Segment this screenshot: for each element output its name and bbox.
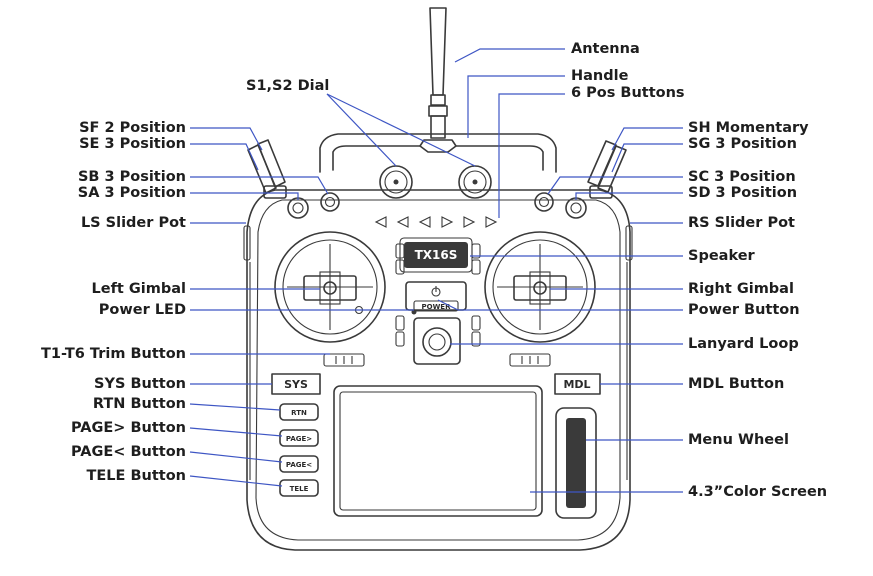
- switch-sb[interactable]: [320, 192, 340, 212]
- handle: [319, 133, 557, 173]
- page-next-button[interactable]: [279, 429, 319, 447]
- sys-button-label: SYS: [284, 378, 308, 391]
- label-screen: 4.3”Color Screen: [688, 484, 827, 500]
- tele-button-label: TELE: [290, 485, 309, 493]
- rtn-button-label: RTN: [291, 409, 307, 417]
- trim-horizontal-left[interactable]: [323, 353, 365, 367]
- label-left-gimbal: Left Gimbal: [92, 281, 186, 297]
- label-sg: SG 3 Position: [688, 136, 797, 152]
- left-gimbal[interactable]: [274, 231, 386, 343]
- page-prev-button-label: PAGE<: [286, 461, 312, 469]
- label-page-prev-button: PAGE< Button: [71, 444, 186, 460]
- leader-lines: [189, 48, 683, 493]
- trim-vertical-right[interactable]: [471, 243, 481, 347]
- label-tele-button: TELE Button: [86, 468, 186, 484]
- transmitter-body: [246, 189, 631, 551]
- switch-sc[interactable]: [534, 192, 554, 212]
- label-sf: SF 2 Position: [79, 120, 186, 136]
- menu-wheel[interactable]: [555, 407, 597, 519]
- mdl-button-label: MDL: [563, 378, 590, 391]
- label-mdl-button: MDL Button: [688, 376, 784, 392]
- antenna: [428, 7, 448, 139]
- label-ls-slider: LS Slider Pot: [81, 215, 186, 231]
- label-speaker: Speaker: [688, 248, 756, 264]
- label-sys-button: SYS Button: [94, 376, 186, 392]
- label-handle: Handle: [571, 68, 629, 84]
- label-sh: SH Momentary: [688, 120, 809, 136]
- power-label: POWER: [422, 303, 452, 311]
- label-right-gimbal: Right Gimbal: [688, 281, 794, 297]
- label-rs-slider: RS Slider Pot: [688, 215, 795, 231]
- label-lanyard: Lanyard Loop: [688, 336, 799, 352]
- lanyard-loop[interactable]: [413, 317, 461, 365]
- six-position-buttons[interactable]: [374, 216, 498, 228]
- s2-dial[interactable]: [458, 165, 492, 199]
- label-six-pos: 6 Pos Buttons: [571, 85, 685, 101]
- speaker-grille: [399, 237, 473, 273]
- right-gimbal[interactable]: [484, 231, 596, 343]
- label-trim: T1-T6 Trim Button: [41, 346, 186, 362]
- left-labels: S1,S2 Dial SF 2 Position SE 3 Position S…: [41, 78, 329, 484]
- sys-button[interactable]: [271, 373, 321, 395]
- power-led: [411, 309, 417, 315]
- label-sc: SC 3 Position: [688, 169, 796, 185]
- label-sa: SA 3 Position: [78, 185, 186, 201]
- power-panel: [405, 281, 467, 312]
- switch-sd[interactable]: [565, 197, 587, 219]
- color-screen[interactable]: [333, 385, 543, 517]
- page-prev-button[interactable]: [279, 455, 319, 473]
- page-next-button-label: PAGE>: [286, 435, 312, 443]
- switch-sa[interactable]: [287, 197, 309, 219]
- rtn-button[interactable]: [279, 403, 319, 421]
- label-power-led: Power LED: [99, 302, 186, 318]
- label-se: SE 3 Position: [79, 136, 186, 152]
- tele-button[interactable]: [279, 479, 319, 497]
- label-rtn-button: RTN Button: [93, 396, 186, 412]
- s1-dial[interactable]: [379, 165, 413, 199]
- model-logo: TX16S: [415, 248, 458, 262]
- left-toggle-switches: [247, 139, 287, 199]
- label-menu-wheel: Menu Wheel: [688, 432, 789, 448]
- label-s1s2-dial: S1,S2 Dial: [246, 78, 329, 94]
- right-labels: Antenna Handle 6 Pos Buttons SH Momentar…: [571, 41, 827, 500]
- trim-horizontal-right[interactable]: [509, 353, 551, 367]
- label-power-button: Power Button: [688, 302, 800, 318]
- label-page-next-button: PAGE> Button: [71, 420, 186, 436]
- label-sd: SD 3 Position: [688, 185, 797, 201]
- label-sb: SB 3 Position: [78, 169, 186, 185]
- label-antenna: Antenna: [571, 41, 640, 57]
- mdl-button[interactable]: [554, 373, 601, 395]
